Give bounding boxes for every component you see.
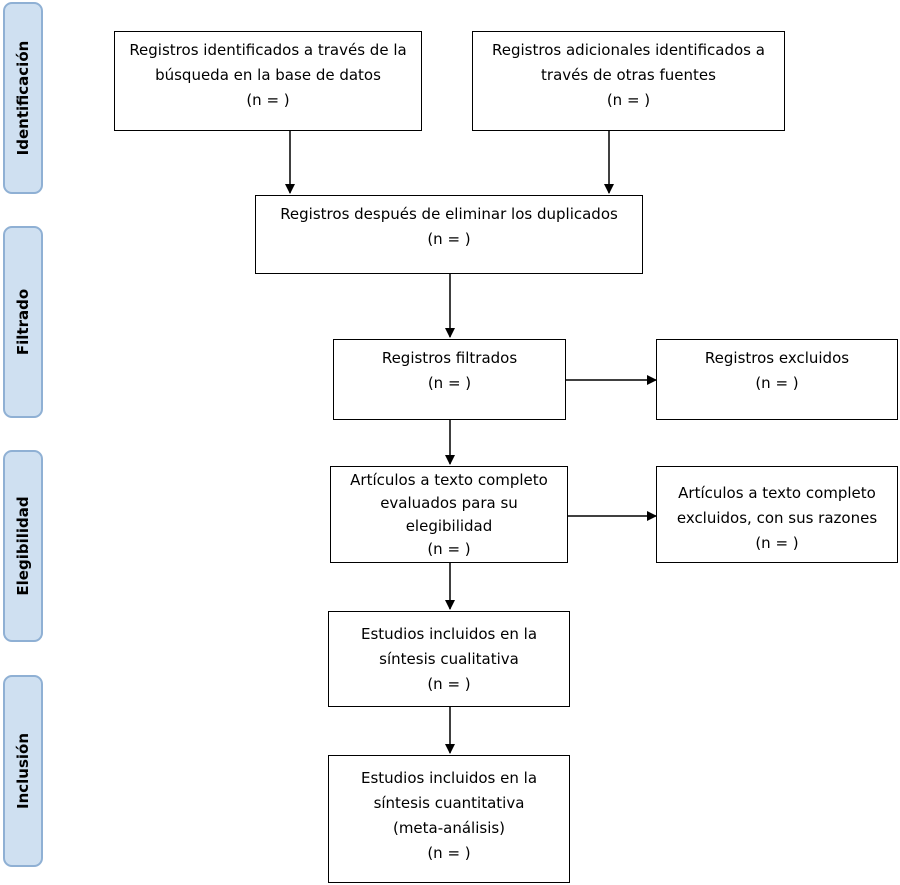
fulltext-excluded-line1: Artículos a texto completo (678, 484, 876, 502)
box-screened: Registros filtrados (n = ) (333, 339, 566, 420)
phase-identification: Identificación (3, 2, 43, 194)
fulltext-assessed-line1: Artículos a texto completo (350, 471, 548, 489)
database-records-line1: Registros identificados a través de la (129, 41, 407, 59)
after-duplicates-line1: Registros después de eliminar los duplic… (280, 205, 618, 223)
phase-eligibility: Elegibilidad (3, 450, 43, 642)
other-sources-line1: Registros adicionales identificados a (492, 41, 765, 59)
excluded-count: (n = ) (755, 374, 799, 392)
database-records-count: (n = ) (246, 91, 290, 109)
box-other-sources-records: Registros adicionales identificados a tr… (472, 31, 785, 131)
qualitative-line2: síntesis cualitativa (379, 650, 519, 668)
box-fulltext-assessed: Artículos a texto completo evaluados par… (330, 466, 568, 563)
phase-screening: Filtrado (3, 226, 43, 418)
fulltext-excluded-line2: excluidos, con sus razones (676, 509, 878, 527)
qualitative-count: (n = ) (427, 675, 471, 693)
excluded-line1: Registros excluidos (704, 349, 850, 367)
fulltext-excluded-count: (n = ) (755, 534, 799, 552)
box-excluded: Registros excluidos (n = ) (656, 339, 898, 420)
quantitative-line1: Estudios incluidos en la (360, 769, 538, 787)
phase-inclusion: Inclusión (3, 675, 43, 867)
box-database-records: Registros identificados a través de la b… (114, 31, 422, 131)
box-quantitative: Estudios incluidos en la síntesis cuanti… (328, 755, 570, 883)
database-records-line2: búsqueda en la base de datos (155, 66, 381, 84)
other-sources-count: (n = ) (606, 91, 651, 109)
box-qualitative: Estudios incluidos en la síntesis cualit… (328, 611, 570, 707)
quantitative-line2: síntesis cuantitativa (373, 794, 525, 812)
quantitative-line3: (meta-análisis) (392, 819, 506, 837)
screened-line1: Registros filtrados (381, 349, 518, 367)
fulltext-assessed-line3: elegibilidad (405, 517, 493, 535)
quantitative-count: (n = ) (427, 844, 471, 862)
screened-count: (n = ) (427, 374, 472, 392)
box-after-duplicates: Registros después de eliminar los duplic… (255, 195, 643, 274)
box-fulltext-excluded: Artículos a texto completo excluidos, co… (656, 466, 898, 563)
other-sources-line2: través de otras fuentes (541, 66, 716, 84)
fulltext-assessed-count: (n = ) (427, 540, 471, 558)
qualitative-line1: Estudios incluidos en la (360, 625, 538, 643)
after-duplicates-count: (n = ) (427, 230, 471, 248)
fulltext-assessed-line2: evaluados para su (380, 494, 518, 512)
